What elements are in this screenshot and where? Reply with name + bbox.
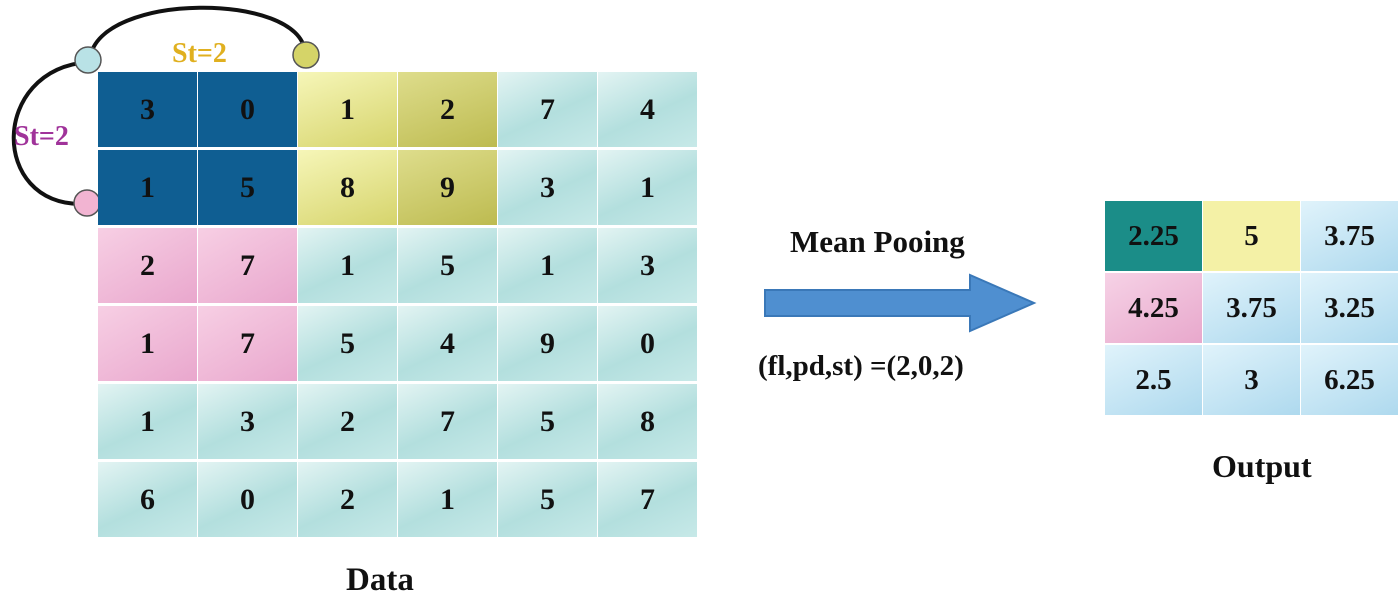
data-cell: 1 xyxy=(98,150,197,225)
data-cell: 9 xyxy=(398,150,497,225)
data-cell: 4 xyxy=(598,72,697,147)
vertical-stride-arc xyxy=(11,60,89,207)
data-cell: 7 xyxy=(198,228,297,303)
data-cell: 3 xyxy=(198,384,297,459)
stride-horizontal-end-circle xyxy=(292,41,320,69)
data-cell: 2 xyxy=(398,72,497,147)
horizontal-stride-label: St=2 xyxy=(172,38,227,69)
data-cell: 1 xyxy=(498,228,597,303)
data-cell: 2 xyxy=(98,228,197,303)
data-cell: 5 xyxy=(398,228,497,303)
data-cell: 3 xyxy=(498,150,597,225)
data-cell: 7 xyxy=(498,72,597,147)
data-cell: 1 xyxy=(598,150,697,225)
data-caption: Data xyxy=(346,562,414,598)
stride-start-circle xyxy=(74,46,102,74)
data-cell: 3 xyxy=(98,72,197,147)
data-cell: 4 xyxy=(398,306,497,381)
data-cell: 6 xyxy=(98,462,197,537)
data-cell: 0 xyxy=(198,462,297,537)
output-grid: 2.25 5 3.75 4.25 3.75 3.25 2.5 3 6.25 xyxy=(1105,201,1399,415)
stride-annotation xyxy=(11,5,320,217)
data-cell: 3 xyxy=(598,228,697,303)
output-cell: 3.75 xyxy=(1203,273,1300,343)
data-cell: 7 xyxy=(398,384,497,459)
operation-title: Mean Pooing xyxy=(790,224,965,259)
output-cell: 5 xyxy=(1203,201,1300,271)
data-cell: 8 xyxy=(598,384,697,459)
output-caption: Output xyxy=(1212,448,1312,484)
data-cell: 8 xyxy=(298,150,397,225)
data-cell: 2 xyxy=(298,462,397,537)
data-cell: 7 xyxy=(598,462,697,537)
data-cell: 1 xyxy=(298,72,397,147)
data-cell: 9 xyxy=(498,306,597,381)
data-grid: 3 0 1 2 7 4 1 5 8 9 3 1 2 7 1 5 1 3 1 7 … xyxy=(98,72,699,537)
data-cell: 1 xyxy=(98,384,197,459)
data-cell: 1 xyxy=(298,228,397,303)
output-cell: 2.5 xyxy=(1105,345,1202,415)
data-cell: 1 xyxy=(98,306,197,381)
output-cell: 6.25 xyxy=(1301,345,1398,415)
operation-params: (fl,pd,st) =(2,0,2) xyxy=(758,350,964,382)
vertical-stride-label: St=2 xyxy=(14,121,69,152)
output-cell: 4.25 xyxy=(1105,273,1202,343)
arrow-right-icon xyxy=(764,273,1037,333)
horizontal-stride-arc xyxy=(88,5,307,59)
data-cell: 1 xyxy=(398,462,497,537)
data-cell: 0 xyxy=(598,306,697,381)
data-cell: 5 xyxy=(498,462,597,537)
data-cell: 5 xyxy=(298,306,397,381)
data-cell: 5 xyxy=(498,384,597,459)
output-cell: 3.75 xyxy=(1301,201,1398,271)
output-cell: 2.25 xyxy=(1105,201,1202,271)
output-cell: 3.25 xyxy=(1301,273,1398,343)
data-cell: 2 xyxy=(298,384,397,459)
stride-vertical-end-circle xyxy=(73,189,101,217)
data-cell: 7 xyxy=(198,306,297,381)
output-cell: 3 xyxy=(1203,345,1300,415)
data-cell: 0 xyxy=(198,72,297,147)
data-cell: 5 xyxy=(198,150,297,225)
